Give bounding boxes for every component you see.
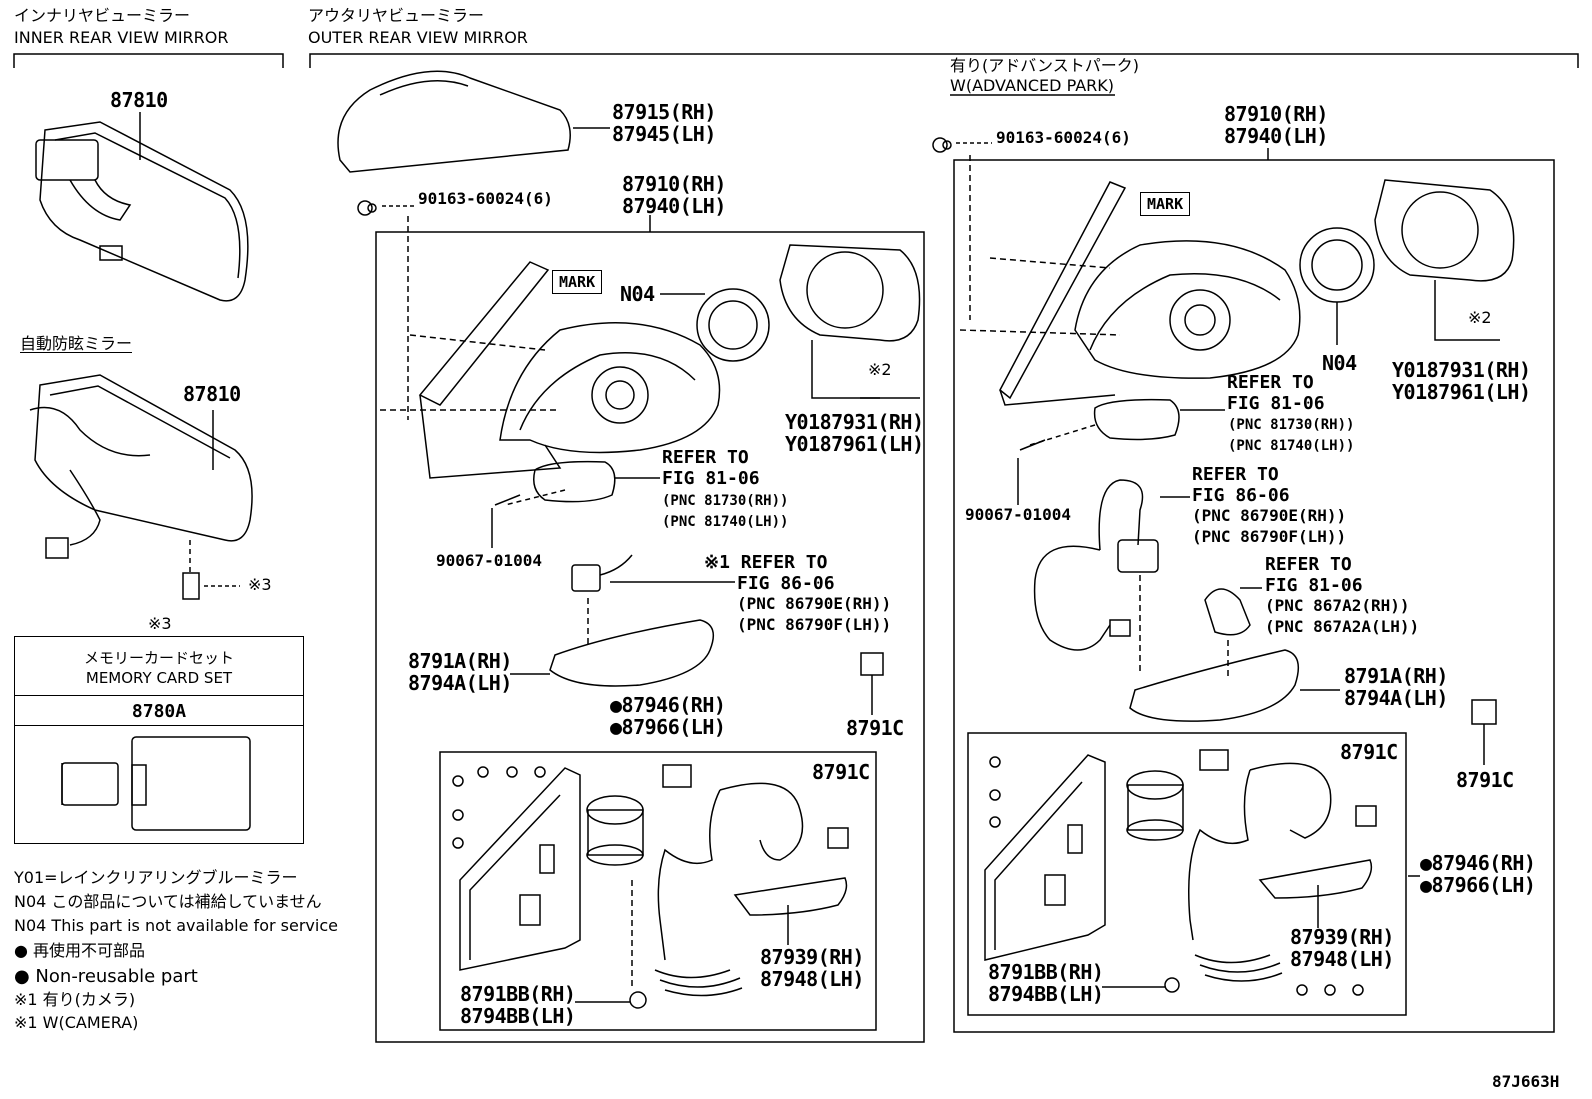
adv-refer-to-3: REFER TO — [1265, 554, 1352, 575]
pnc-86790e: (PNC 86790E(RH)) — [737, 594, 892, 613]
adv-part-87946-rh: ●87946(RH) — [1420, 851, 1536, 875]
mark-label: MARK — [552, 270, 603, 294]
part-87939-rh: 87939(RH) — [760, 945, 864, 969]
part-87940-lh: 87940(LH) — [622, 194, 726, 218]
adv-fig-81-06-link[interactable]: FIG 81-06 — [1227, 393, 1325, 414]
adv-fig-86-06-link[interactable]: FIG 86-06 — [1192, 485, 1290, 506]
legend-n04-jp: N04 この部品については補給していません — [14, 892, 322, 911]
adv-pnc-81730: (PNC 81730(RH)) — [1228, 417, 1355, 433]
advanced-park-title-jp: 有り(アドバンストパーク) — [950, 56, 1139, 75]
memory-card-title-en: MEMORY CARD SET — [85, 669, 233, 687]
pnc-86790f: (PNC 86790F(LH)) — [737, 615, 892, 634]
adv-refer-to-label: REFER TO — [1227, 372, 1314, 393]
adv-pnc-86790e: (PNC 86790E(RH)) — [1192, 506, 1347, 525]
legend-non-reusable-jp: ● 再使用不可部品 — [14, 941, 146, 960]
part-87945-lh: 87945(LH) — [612, 122, 716, 146]
part-87915-rh: 87915(RH) — [612, 100, 716, 124]
legend-n04-en: N04 This part is not available for servi… — [14, 916, 338, 935]
adv-screw-90163: 90163-60024(6) — [996, 128, 1131, 147]
adv-pnc-867a2: (PNC 867A2(RH)) — [1265, 596, 1410, 615]
bolt-90067: 90067-01004 — [436, 551, 542, 570]
pnc-81730: (PNC 81730(RH)) — [662, 493, 789, 509]
memory-card-ref: ※3 — [148, 614, 172, 633]
adv-part-87948-lh: 87948(LH) — [1290, 947, 1394, 971]
adv-mirror-assy — [959, 181, 1301, 406]
inner-bracket — [13, 53, 284, 68]
part-8794a-lh: 8794A(LH) — [408, 671, 512, 695]
part-87966-lh: ●87966(LH) — [610, 715, 726, 739]
part-y0187961-lh: Y0187961(LH) — [785, 432, 924, 456]
adv-fig-81-06-link-b[interactable]: FIG 81-06 — [1265, 575, 1363, 596]
outer-mirror-title-jp: アウタリヤビューミラー — [308, 6, 485, 25]
note-2-ref: ※2 — [868, 360, 892, 379]
n04-label: N04 — [620, 282, 655, 306]
part-8791bb-rh: 8791BB(RH) — [460, 982, 576, 1006]
fig-86-06-link[interactable]: FIG 86-06 — [737, 573, 835, 594]
camera-refer-to: ※1 REFER TO — [704, 552, 828, 573]
part-87810-standard: 87810 — [110, 88, 168, 112]
adv-part-y0187961-lh: Y0187961(LH) — [1392, 380, 1531, 404]
adv-part-y0187931-rh: Y0187931(RH) — [1392, 358, 1531, 382]
adv-part-87910-rh: 87910(RH) — [1224, 102, 1328, 126]
diagram-id: 87J663H — [1492, 1072, 1560, 1091]
legend-y01: Y01=レインクリアリングブルーミラー — [14, 868, 298, 887]
auto-dim-mirror-title: 自動防眩ミラー — [20, 334, 133, 353]
adv-part-8791c-inner: 8791C — [1340, 740, 1398, 764]
part-8791c-inner: 8791C — [812, 760, 870, 784]
part-87910-rh: 87910(RH) — [622, 172, 726, 196]
adv-part-8794bb-lh: 8794BB(LH) — [988, 982, 1104, 1006]
adv-bolt-90067: 90067-01004 — [965, 505, 1071, 524]
adv-n04-label: N04 — [1322, 351, 1357, 375]
adv-part-87940-lh: 87940(LH) — [1224, 124, 1328, 148]
adv-part-87966-lh: ●87966(LH) — [1420, 873, 1536, 897]
inner-mirror-illustration — [35, 121, 249, 302]
outer-mirror-title-en: OUTER REAR VIEW MIRROR — [308, 28, 528, 47]
part-87810-auto-dim: 87810 — [183, 382, 241, 406]
part-8791a-rh: 8791A(RH) — [408, 649, 512, 673]
memory-card-title-jp: メモリーカードセット — [83, 649, 234, 667]
memory-card-part: 8780A — [131, 701, 187, 722]
pnc-81740: (PNC 81740(LH)) — [662, 514, 789, 530]
outer-mirror-assy — [380, 261, 721, 479]
legend-camera-en: ※1 W(CAMERA) — [14, 1013, 139, 1032]
adv-pnc-81740: (PNC 81740(LH)) — [1228, 438, 1355, 454]
legend-non-reusable-en: ● Non-reusable part — [14, 966, 198, 987]
screw-90163: 90163-60024(6) — [418, 189, 553, 208]
adv-note-2-ref: ※2 — [1468, 308, 1492, 327]
adv-part-8791c: 8791C — [1456, 768, 1514, 792]
adv-part-8794a-lh: 8794A(LH) — [1344, 686, 1448, 710]
part-87948-lh: 87948(LH) — [760, 967, 864, 991]
cover-illustration — [337, 70, 571, 173]
advanced-park-title-en: W(ADVANCED PARK) — [950, 76, 1114, 95]
adv-mark-label: MARK — [1140, 192, 1191, 216]
refer-to-label: REFER TO — [662, 447, 749, 468]
memory-card-table: メモリーカードセット MEMORY CARD SET 8780A — [14, 636, 304, 844]
auto-dim-mirror-illustration — [29, 374, 253, 559]
inner-mirror-title-en: INNER REAR VIEW MIRROR — [14, 28, 229, 47]
legend-camera-jp: ※1 有り(カメラ) — [14, 990, 136, 1009]
adv-pnc-86790f: (PNC 86790F(LH)) — [1192, 527, 1347, 546]
adv-part-8791bb-rh: 8791BB(RH) — [988, 960, 1104, 984]
part-87946-rh: ●87946(RH) — [610, 693, 726, 717]
part-y0187931-rh: Y0187931(RH) — [785, 410, 924, 434]
part-8791c: 8791C — [846, 716, 904, 740]
inner-mirror-title-jp: インナリヤビューミラー — [14, 6, 191, 25]
adv-part-8791a-rh: 8791A(RH) — [1344, 664, 1448, 688]
fig-81-06-link[interactable]: FIG 81-06 — [662, 468, 760, 489]
adv-pnc-867a2a: (PNC 867A2A(LH)) — [1265, 617, 1420, 636]
adv-refer-to-2: REFER TO — [1192, 464, 1279, 485]
part-8794bb-lh: 8794BB(LH) — [460, 1004, 576, 1028]
note-3-ref: ※3 — [248, 575, 272, 594]
outer-bracket — [309, 53, 1579, 68]
adv-part-87939-rh: 87939(RH) — [1290, 925, 1394, 949]
